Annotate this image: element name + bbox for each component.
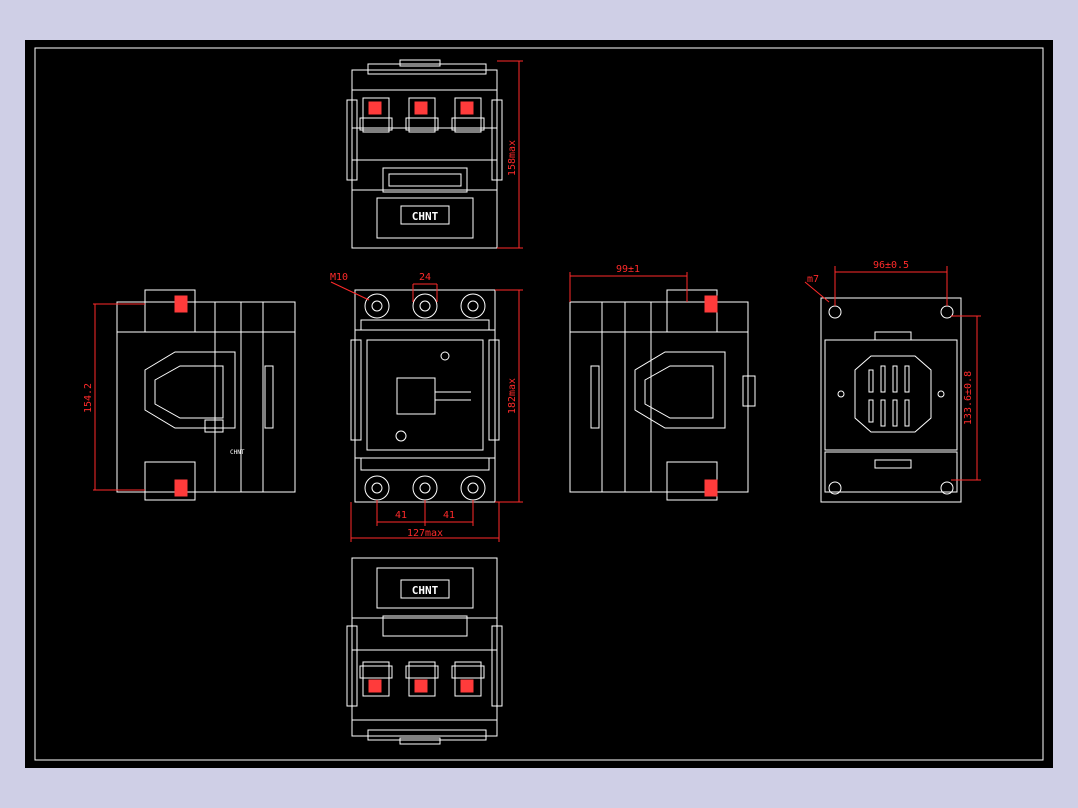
brand-plate — [400, 205, 450, 225]
dim-rear-hole-label: m7 — [807, 274, 819, 285]
rear-view: 96±0.5 m7 133.6±0.8 — [804, 260, 981, 503]
brand-plate-bottom — [400, 579, 450, 599]
brand-label-left: CHNT — [230, 449, 245, 456]
brand-label-bottom: CHNT — [412, 584, 439, 597]
left-side-view: CHNT 154.2 — [83, 289, 296, 501]
dim-front-height: 182max — [507, 378, 518, 414]
front-view: 24 182max M10 41 41 127max — [330, 272, 523, 542]
dim-overall-width: 127max — [407, 528, 443, 539]
dim-front-width-top: 24 — [419, 272, 431, 283]
dim-rear-height: 133.6±0.8 — [963, 371, 974, 425]
bottom-view: CHNT — [346, 557, 503, 745]
dim-rear-width: 96±0.5 — [873, 260, 909, 271]
cad-drawing: CHNT 158max CHNT 154.2 — [34, 47, 1044, 761]
drawing-border — [34, 47, 1044, 761]
dim-pitch-left: 41 — [395, 510, 407, 521]
dim-side-right-width: 99±1 — [616, 264, 640, 275]
dim-side-left-height: 154.2 — [83, 383, 94, 413]
dim-thread-label: M10 — [330, 272, 348, 283]
brand-label-top: CHNT — [412, 210, 439, 223]
top-view: CHNT 158max — [346, 59, 523, 249]
dim-top-view-height: 158max — [507, 140, 518, 176]
drawing-sheet: CHNT 158max CHNT 154.2 — [25, 40, 1053, 768]
dim-pitch-right: 41 — [443, 510, 455, 521]
right-side-view: 99±1 — [569, 264, 756, 501]
